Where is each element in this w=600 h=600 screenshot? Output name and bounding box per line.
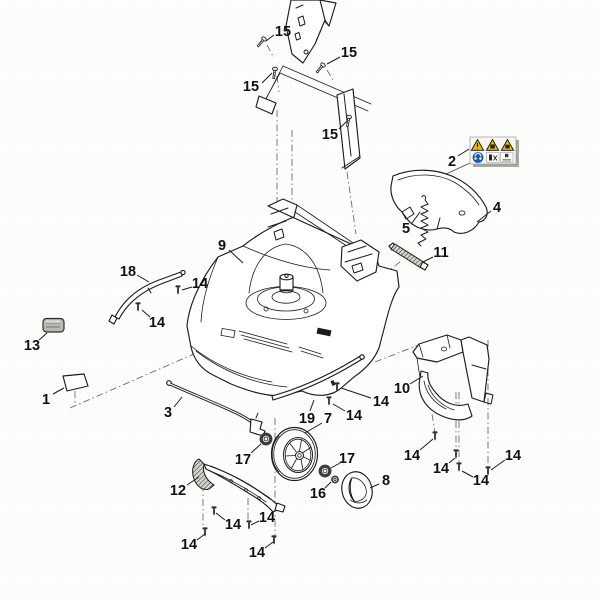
- front-bumper-skid-part: [192, 458, 286, 513]
- callout-9[interactable]: 9: [218, 238, 226, 254]
- discharge-deflector-part: [412, 334, 494, 421]
- mower-deck-housing-part: [186, 198, 400, 397]
- callout-leader-line: [309, 399, 315, 412]
- wait-blade-stop-icon: [500, 152, 514, 163]
- callout-14[interactable]: 14: [505, 448, 521, 464]
- callout-3[interactable]: 3: [164, 405, 172, 421]
- callout-leader-line: [215, 512, 226, 521]
- callout-leader-line: [330, 462, 341, 469]
- callout-leader-line: [490, 459, 506, 471]
- callout-leader-line: [476, 210, 492, 223]
- callout-16[interactable]: 16: [310, 486, 326, 502]
- callout-leader-line: [196, 533, 206, 541]
- callout-4[interactable]: 4: [493, 200, 501, 216]
- callout-15[interactable]: 15: [243, 79, 259, 95]
- callout-leader-line: [141, 309, 151, 318]
- wheel-spokes: [285, 439, 311, 471]
- callout-leader-line: [340, 387, 372, 399]
- callout-14[interactable]: 14: [473, 473, 489, 489]
- blade-shaft-cap: [279, 273, 294, 294]
- callout-2[interactable]: 2: [448, 154, 456, 170]
- adjuster-rack-part: [388, 242, 429, 271]
- callout-14[interactable]: 14: [181, 537, 197, 553]
- callout-leader-line: [264, 541, 274, 549]
- callout-leader-line: [419, 438, 434, 451]
- callout-15[interactable]: 15: [322, 127, 338, 143]
- callout-leader-line: [457, 148, 470, 157]
- brand-sticker: [316, 327, 332, 337]
- callout-15[interactable]: 15: [275, 24, 291, 40]
- handlebar-console-part: [255, 0, 372, 170]
- callout-8[interactable]: 8: [382, 473, 390, 489]
- warning-general-icon: [470, 138, 485, 151]
- callout-19[interactable]: 19: [299, 411, 315, 427]
- callout-5[interactable]: 5: [402, 221, 410, 237]
- warning-bystanders-icon: [500, 138, 515, 151]
- callout-leader-line: [409, 375, 424, 385]
- callout-leader-line: [261, 72, 273, 84]
- mandatory-protection-icon: [472, 152, 484, 163]
- callout-leader-line: [265, 34, 275, 42]
- callout-leader-line: [136, 274, 150, 283]
- callout-leader-line: [369, 483, 380, 489]
- wheel-bearing-right-part: [318, 464, 332, 478]
- callout-leader-line: [173, 396, 183, 408]
- callout-leader-line: [52, 387, 65, 395]
- control-cable-part: [166, 380, 266, 437]
- callout-leader-line: [422, 256, 434, 263]
- tension-spring-part: [417, 195, 429, 247]
- front-wheel-part: [270, 426, 319, 482]
- callout-leader-line: [228, 249, 244, 264]
- wheel-bearing-left-part: [259, 432, 273, 446]
- callout-15[interactable]: 15: [341, 45, 357, 61]
- callout-14[interactable]: 14: [346, 408, 362, 424]
- callout-leader-line: [250, 443, 262, 454]
- callout-leader-line: [461, 470, 474, 478]
- callout-leader-line: [332, 403, 346, 412]
- callout-leader-line: [250, 520, 260, 526]
- callout-14[interactable]: 14: [249, 545, 265, 561]
- plug-part: [42, 317, 65, 333]
- callout-14[interactable]: 14: [373, 394, 389, 410]
- callout-11[interactable]: 11: [433, 245, 448, 261]
- hub-cap-part: [341, 471, 373, 509]
- rear-flap-part: [271, 354, 365, 401]
- information-plate-part: [62, 373, 89, 392]
- callout-17[interactable]: 17: [235, 452, 251, 468]
- callout-1[interactable]: 1: [42, 392, 50, 408]
- callout-leader-line: [38, 332, 48, 341]
- blade-hazard-icon: [486, 152, 500, 163]
- callout-14[interactable]: 14: [225, 517, 241, 533]
- callout-12[interactable]: 12: [170, 483, 186, 499]
- safety-sticker: [469, 136, 519, 167]
- callout-leader-line: [324, 481, 332, 489]
- callout-18[interactable]: 18: [120, 264, 136, 280]
- callout-17[interactable]: 17: [339, 451, 355, 467]
- nut-part: [331, 475, 339, 484]
- callout-14[interactable]: 14: [192, 276, 208, 292]
- callout-leader-line: [326, 56, 341, 65]
- callout-leader-line: [304, 422, 323, 434]
- callout-leader-line: [186, 476, 200, 486]
- rear-cover-part: [390, 169, 488, 234]
- callout-14[interactable]: 14: [149, 315, 165, 331]
- callout-14[interactable]: 14: [433, 461, 449, 477]
- callout-leader-line: [448, 457, 456, 464]
- callout-7[interactable]: 7: [324, 411, 332, 427]
- trim-strip-part: [108, 269, 186, 325]
- callout-10[interactable]: 10: [394, 381, 410, 397]
- callout-leader-line: [181, 286, 193, 291]
- callout-leader-line: [338, 120, 348, 130]
- callout-14[interactable]: 14: [259, 510, 275, 526]
- callout-13[interactable]: 13: [24, 338, 40, 354]
- callout-14[interactable]: 14: [404, 448, 420, 464]
- callout-leader-line: [411, 211, 421, 224]
- warning-read-manual-icon: [485, 138, 500, 151]
